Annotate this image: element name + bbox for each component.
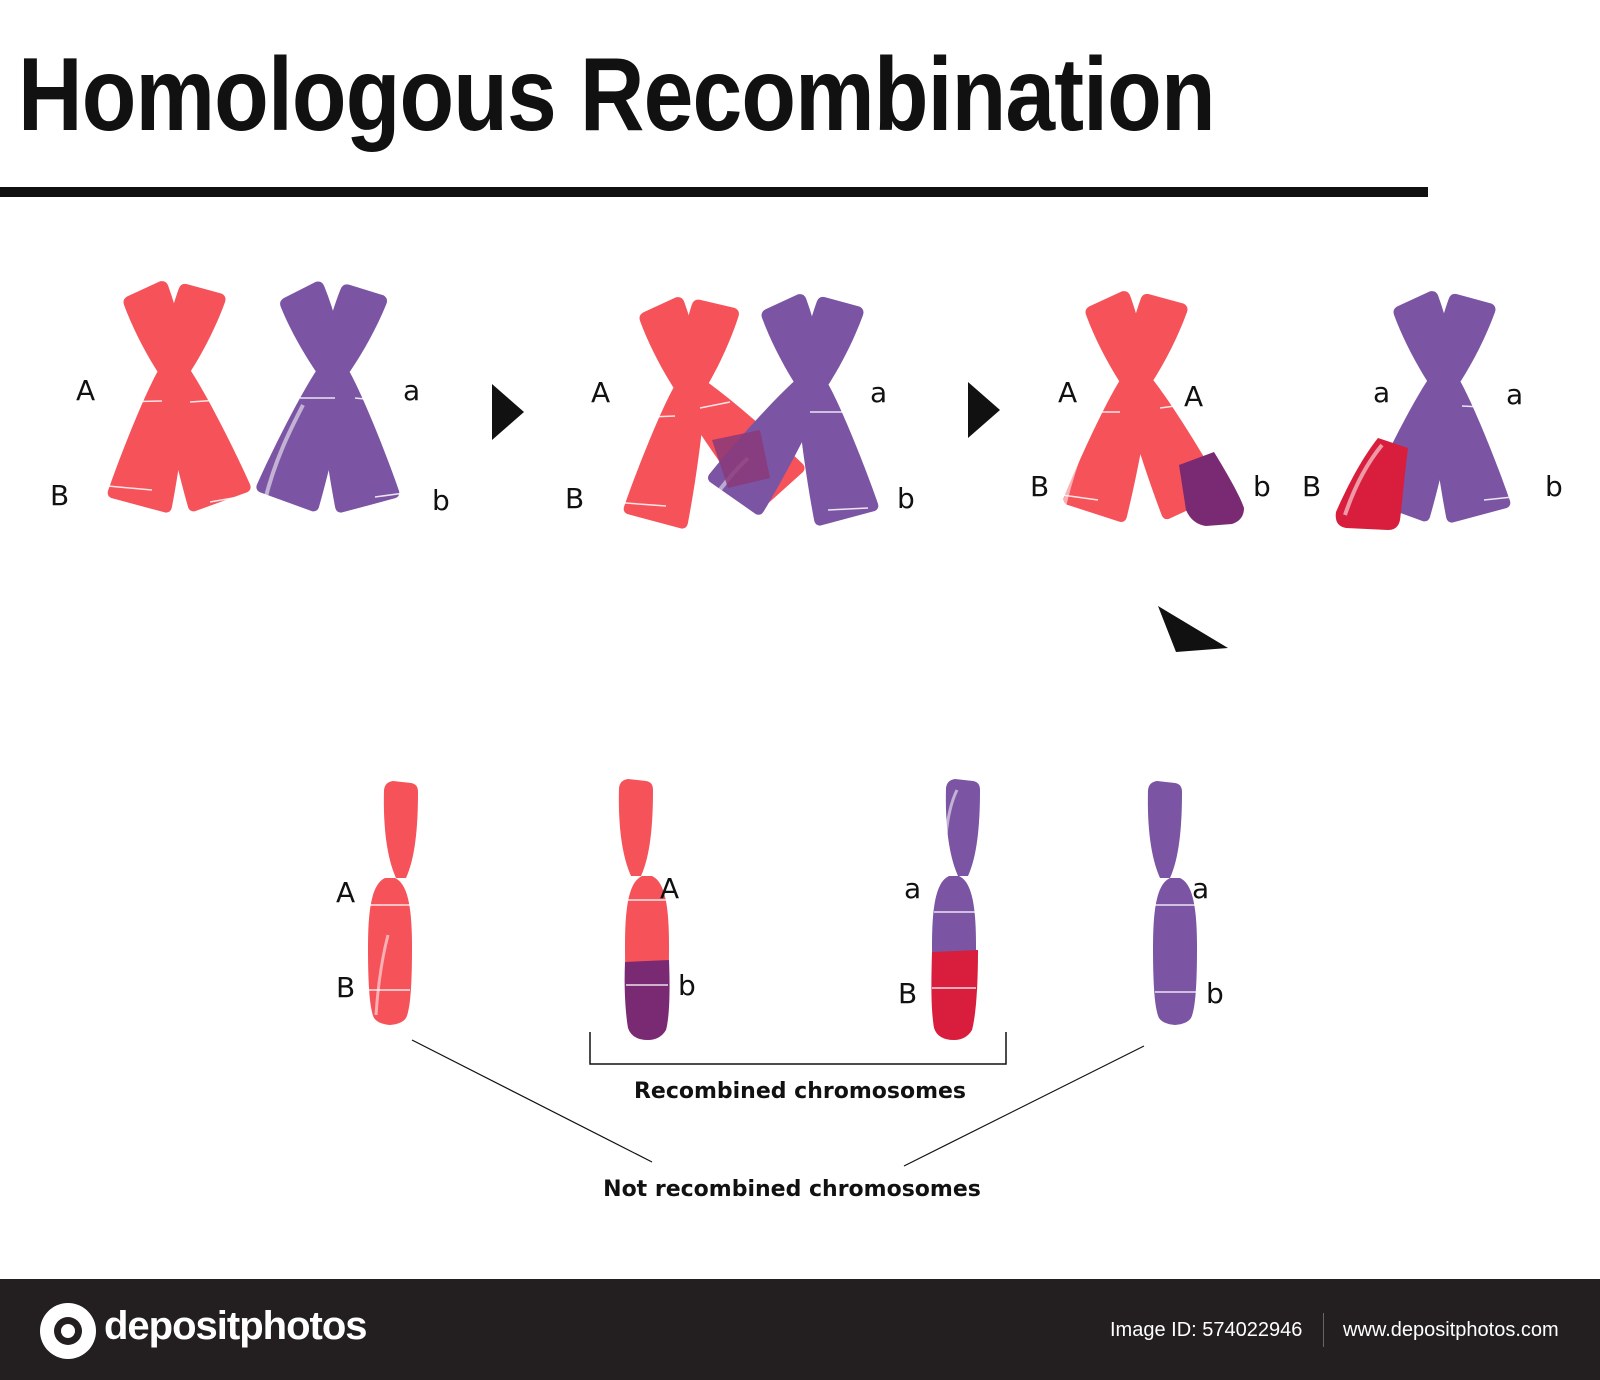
stage3-label-b-right: b bbox=[1253, 470, 1271, 503]
stage3-label-A-left: A bbox=[1058, 376, 1077, 409]
stage2-crossover-overlap bbox=[712, 430, 770, 488]
final-3-label-B: B bbox=[898, 977, 917, 1010]
site-url[interactable]: www.depositphotos.com bbox=[1343, 1319, 1559, 1341]
stage3-purple-chromosome bbox=[1335, 289, 1523, 530]
stage1-label-A: A bbox=[76, 374, 95, 407]
stage3-label-a-left: a bbox=[1373, 376, 1390, 409]
final-aB-swapped-segment bbox=[931, 950, 978, 1040]
diagram-title: Homologous Recombination bbox=[18, 37, 1216, 153]
camera-logo-icon bbox=[40, 1303, 96, 1359]
final-chromosome-aB bbox=[931, 779, 980, 1040]
stage1-label-B: B bbox=[50, 479, 69, 512]
stage3-label-B-left: B bbox=[1030, 470, 1049, 503]
arrow-2-icon bbox=[968, 382, 1000, 438]
stage2-label-a: a bbox=[870, 376, 887, 409]
stage3-label-a-right: a bbox=[1506, 378, 1523, 411]
footer-divider bbox=[1323, 1313, 1324, 1347]
not-recombined-caption: Not recombined chromosomes bbox=[603, 1177, 981, 1202]
recombination-diagram: A B a b A B a b bbox=[50, 279, 1563, 1202]
arrow-3-icon bbox=[1158, 606, 1228, 652]
final-1-label-B: B bbox=[336, 971, 355, 1004]
stage3-label-b-purple: b bbox=[1545, 470, 1563, 503]
stage3-red-swapped-segment bbox=[1179, 452, 1244, 526]
final-Ab-swapped-segment bbox=[624, 960, 670, 1040]
final-4-label-b: b bbox=[1206, 977, 1224, 1010]
title-underline bbox=[0, 187, 1428, 197]
final-chromosome-Ab bbox=[618, 779, 670, 1040]
stage3-label-A-right: A bbox=[1184, 380, 1203, 413]
recombined-bracket bbox=[589, 1032, 1007, 1065]
stage2-label-B: B bbox=[565, 482, 584, 515]
not-recombined-line-right bbox=[903, 1045, 1145, 1167]
stage3-red-chromosome bbox=[1054, 289, 1244, 526]
arrow-1-icon bbox=[492, 384, 524, 440]
final-3-label-a: a bbox=[904, 872, 921, 905]
final-chromosome-ab bbox=[1147, 781, 1197, 1025]
stage1-red-chromosome bbox=[96, 279, 253, 514]
footer-bar: depositphotos Image ID: 574022946 www.de… bbox=[0, 1279, 1600, 1380]
brand-name: depositphotos bbox=[104, 1304, 368, 1348]
final-chromosome-AB bbox=[368, 781, 418, 1025]
stage1-label-b: b bbox=[432, 484, 450, 517]
final-1-label-A: A bbox=[336, 876, 355, 909]
stage1-purple-chromosome bbox=[254, 279, 413, 514]
stage3-purple-swapped-segment bbox=[1335, 438, 1408, 530]
final-2-label-A: A bbox=[660, 872, 679, 905]
stage1-label-a: a bbox=[403, 374, 420, 407]
final-4-label-a: a bbox=[1192, 872, 1209, 905]
final-2-label-b: b bbox=[678, 969, 696, 1002]
image-id: Image ID: 574022946 bbox=[1110, 1319, 1303, 1341]
stage2-label-b: b bbox=[897, 482, 915, 515]
stage3-label-B-purple: B bbox=[1302, 470, 1321, 503]
recombined-caption: Recombined chromosomes bbox=[634, 1079, 966, 1104]
stage2-red-chromosome bbox=[611, 294, 807, 530]
stage2-label-A: A bbox=[591, 376, 610, 409]
not-recombined-line-left bbox=[411, 1039, 653, 1163]
